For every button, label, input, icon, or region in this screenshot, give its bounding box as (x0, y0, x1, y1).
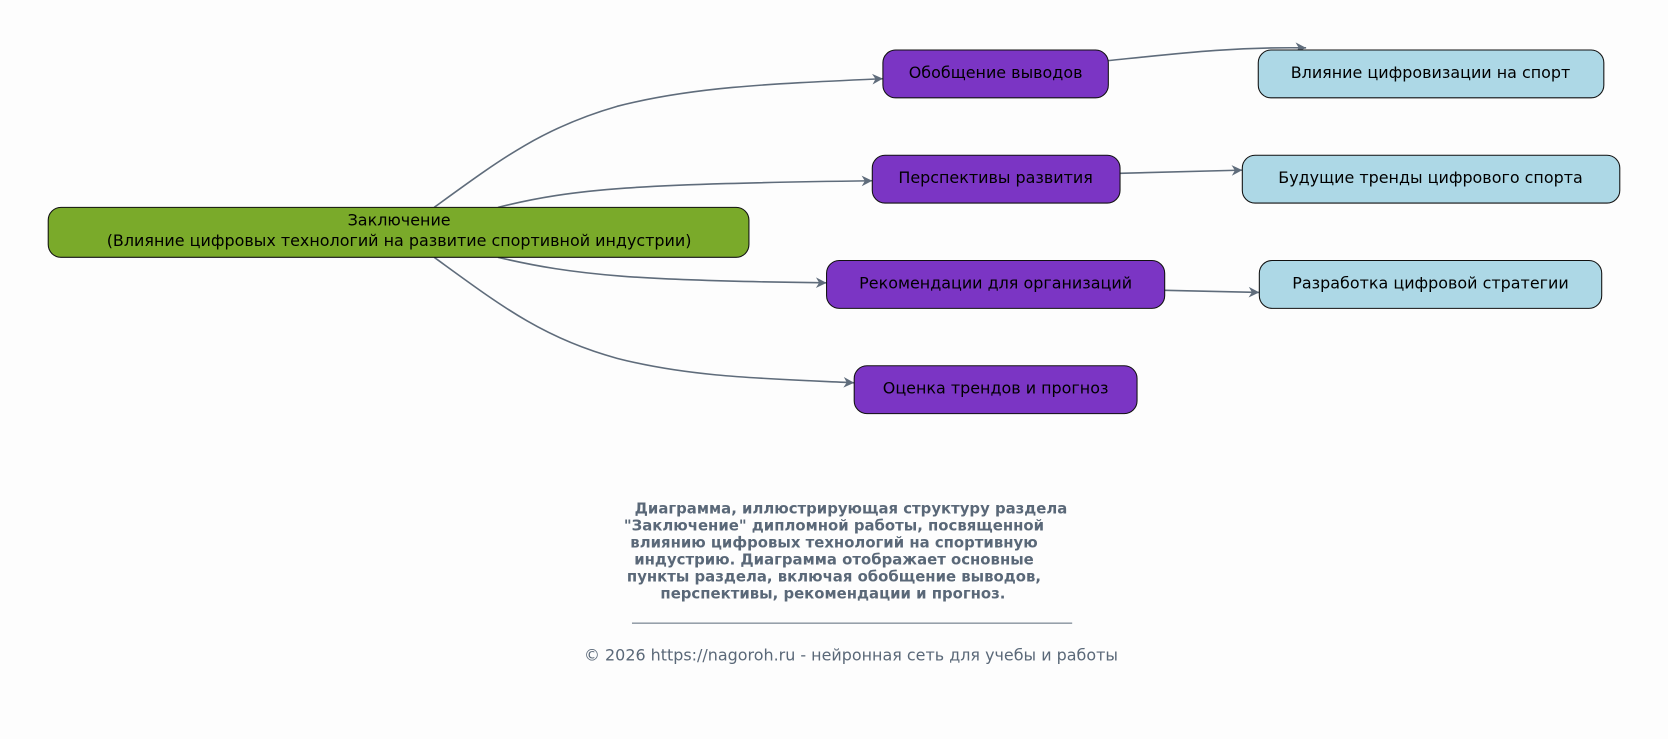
edge-prospects-detail (1120, 165, 1243, 176)
detail-label: Разработка цифровой стратегии (1292, 273, 1568, 292)
caption-line: индустрию. Диаграмма отображает основные (634, 551, 1034, 569)
section-label: Оценка трендов и прогноз (883, 379, 1109, 398)
edge-root-prospects (497, 175, 873, 209)
detail-label: Будущие тренды цифрового спорта (1278, 168, 1583, 187)
section-node-summary[interactable]: Обобщение выводов (882, 49, 1109, 99)
edge-root-recommendations (497, 256, 827, 289)
root-node[interactable]: Заключение (Влияние цифровых технологий … (47, 206, 750, 258)
edge-root-forecast (433, 256, 855, 388)
detail-label: Влияние цифровизации на спорт (1291, 63, 1571, 82)
edge-summary-detail (1108, 42, 1307, 62)
caption-line: влиянию цифровых технологий на спортивну… (630, 534, 1037, 552)
edge-recommendations-detail (1164, 286, 1260, 298)
edge-root-summary (433, 73, 883, 208)
caption-line: перспективы, рекомендации и прогноз. (660, 585, 1005, 603)
caption-line: Диаграмма, иллюстрирующая структуру разд… (635, 500, 1068, 518)
root-title: Заключение (348, 211, 451, 230)
detail-node-strategy[interactable]: Разработка цифровой стратегии (1258, 259, 1603, 309)
detail-node-trends[interactable]: Будущие тренды цифрового спорта (1241, 154, 1621, 204)
footer-copyright: © 2026 https://nagoroh.ru - нейронная се… (584, 645, 1118, 664)
caption-line: пункты раздела, включая обобщение выводо… (627, 568, 1041, 586)
caption: Диаграмма, иллюстрирующая структуру разд… (584, 500, 1118, 665)
section-node-recommendations[interactable]: Рекомендации для организаций (826, 259, 1166, 309)
caption-line: "Заключение" дипломной работы, посвященн… (624, 517, 1044, 535)
detail-node-digitalization[interactable]: Влияние цифровизации на спорт (1257, 49, 1605, 99)
section-label: Обобщение выводов (909, 63, 1083, 82)
section-node-prospects[interactable]: Перспективы развития (871, 154, 1121, 204)
section-label: Перспективы развития (898, 168, 1093, 187)
section-node-forecast[interactable]: Оценка трендов и прогноз (853, 365, 1138, 415)
root-subtitle: (Влияние цифровых технологий на развитие… (107, 231, 692, 250)
section-label: Рекомендации для организаций (859, 273, 1132, 292)
